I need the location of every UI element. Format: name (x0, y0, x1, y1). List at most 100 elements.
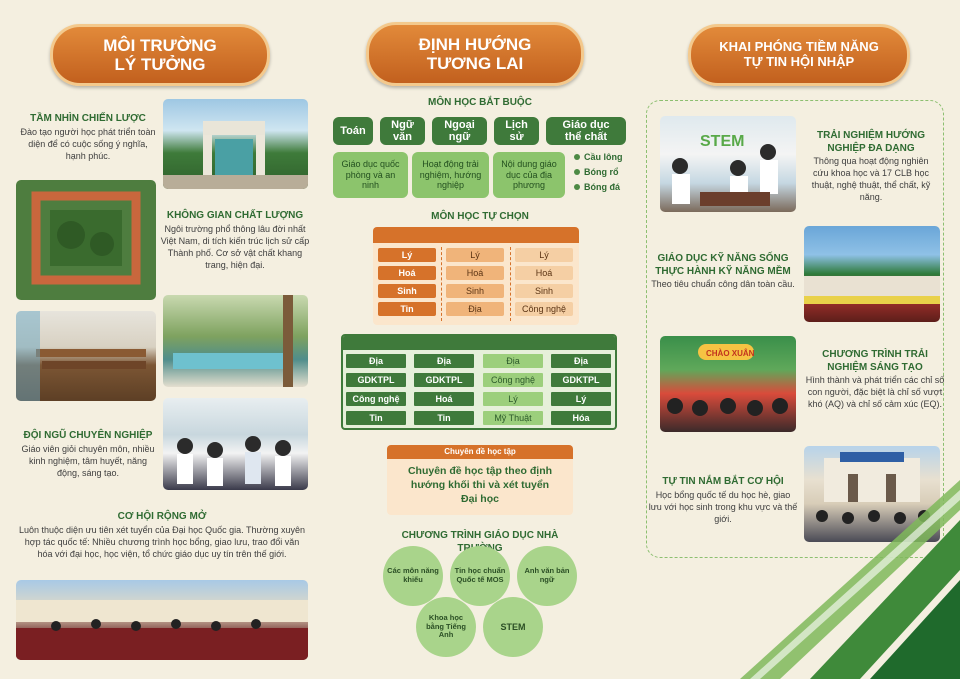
sport-item: Bóng đá (574, 180, 623, 195)
creative-title: CHƯƠNG TRÌNH TRẢI NGHIỆM SÁNG TẠO (822, 349, 928, 373)
green-cell: GDKTPL (414, 373, 474, 387)
building-illustration (816, 452, 930, 524)
graduation-photo (16, 580, 308, 660)
gate-illustration (163, 121, 308, 189)
school-gate-photo (163, 99, 308, 189)
orange-cell: Lý (446, 248, 504, 262)
required-giao-duc-the-chat: Giáo dục thể chất (546, 117, 626, 145)
career-text: Thông qua hoạt động nghiên cứu khoa học … (811, 156, 931, 203)
students-class-photo (163, 398, 308, 490)
creative-text: Hình thành và phát triển các chỉ số con … (805, 375, 945, 410)
green-cell: Lý (483, 392, 543, 406)
graduation-illustration (16, 600, 308, 660)
green-cell: Hoá (414, 392, 474, 406)
vision-text: Đào tạo người học phát triển toàn diện đ… (20, 126, 156, 161)
green-cell: Địa (414, 354, 474, 368)
green-cell: GDKTPL (551, 373, 611, 387)
aerial-campus-photo (16, 180, 156, 300)
banner-line-1: ĐỊNH HƯỚNG (418, 34, 532, 54)
opportunity-title: CƠ HỘI RỘNG MỞ (117, 511, 207, 522)
green-cell: Công nghệ (346, 392, 406, 406)
skills-title: GIÁO DỤC KỸ NĂNG SỐNG THỰC HÀNH KỸ NĂNG … (655, 253, 791, 277)
stem-illustration: STEM (672, 133, 778, 206)
festival-illustration: CHÀO XUÂN (667, 344, 788, 416)
green-cell: Địa (483, 354, 543, 368)
orange-cell: Lý (378, 248, 436, 262)
required-hoat-dong: Hoạt động trải nghiệm, hướng nghiệp (412, 152, 489, 198)
topic-text: Chuyên đề học tập theo định hướng khối t… (407, 465, 553, 506)
creative-block: CHƯƠNG TRÌNH TRẢI NGHIỆM SÁNG TẠO Hình t… (805, 349, 945, 410)
green-cell: Lý (551, 392, 611, 406)
festival-photo: CHÀO XUÂN (660, 336, 796, 432)
banner-line-1: MÔI TRƯỜNG (103, 35, 217, 55)
classroom-photo (16, 311, 156, 401)
green-cell: Mỹ Thuật (483, 411, 543, 425)
stem-sign: STEM (700, 133, 744, 150)
stage-illustration (804, 276, 940, 304)
circle-stem: STEM (483, 597, 543, 657)
team-block: ĐỘI NGŨ CHUYÊN NGHIỆP Giáo viên giỏi chu… (18, 430, 158, 479)
required-title: MÔN HỌC BẮT BUỘC (428, 97, 532, 108)
green-cell: GDKTPL (346, 373, 406, 387)
green-cell: Tin (414, 411, 474, 425)
pool-photo (163, 295, 308, 387)
pool-illustration (173, 295, 293, 387)
skills-block: GIÁO DỤC KỸ NĂNG SỐNG THỰC HÀNH KỸ NĂNG … (650, 253, 796, 290)
orange-cell: Tin (378, 302, 436, 316)
required-noi-dung: Nội dung giáo dục của địa phương (493, 152, 565, 198)
space-title: KHÔNG GIAN CHẤT LƯỢNG (166, 210, 304, 221)
sport-item: Bóng rổ (574, 165, 623, 180)
students-illustration (177, 436, 291, 486)
chance-block: TỰ TIN NẮM BẮT CƠ HỘI Học bổng quốc tế d… (648, 476, 798, 525)
col3-dashed-frame (646, 100, 944, 558)
circle-anh-van: Anh văn bản ngữ (517, 546, 577, 606)
team-title: ĐỘI NGŨ CHUYÊN NGHIỆP (23, 430, 153, 441)
required-lich-su: Lịch sử (494, 117, 539, 145)
orange-cell: Hoá (515, 266, 573, 280)
orange-cell: Sinh (446, 284, 504, 298)
circle-nang-khieu: Các môn năng khiếu (383, 546, 443, 606)
required-gdqp: Giáo dục quốc phòng và an ninh (333, 152, 408, 198)
banner-line-2: TƯƠNG LAI (426, 54, 524, 73)
chance-text: Học bổng quốc tế du học hè, giao lưu với… (648, 489, 798, 524)
vision-title: TẦM NHÌN CHIẾN LƯỢC (30, 113, 146, 124)
required-ngu-van: Ngữ văn (380, 117, 425, 145)
banner-khai-phong: KHAI PHÓNG TIỀM NĂNG TỰ TIN HỘI NHẬP (688, 24, 910, 86)
festival-sign: CHÀO XUÂN (706, 349, 755, 358)
orange-cell: Sinh (515, 284, 573, 298)
orange-table-header (373, 227, 579, 243)
skills-text: Theo tiêu chuẩn công dân toàn cầu. (651, 279, 795, 289)
green-table-header (343, 336, 615, 350)
orange-cell: Hoá (378, 266, 436, 280)
vision-block: TẦM NHÌN CHIẾN LƯỢC Đào tạo người học ph… (18, 113, 158, 162)
orange-cell: Sinh (378, 284, 436, 298)
space-block: KHÔNG GIAN CHẤT LƯỢNG Ngôi trường phổ th… (160, 210, 310, 271)
green-cell: Hóa (551, 411, 611, 425)
space-text: Ngôi trường phổ thông lâu đời nhất Việt … (160, 223, 310, 270)
team-text: Giáo viên giỏi chuyên môn, nhiều kinh ng… (21, 443, 155, 478)
classroom-illustration (16, 311, 146, 401)
orange-cell: Hoá (446, 266, 504, 280)
banner-line-2: LÝ TƯỞNG (114, 55, 206, 74)
topic-header: Chuyên đề học tập (387, 445, 573, 459)
elective-title: MÔN HỌC TỰ CHỌN (431, 211, 529, 222)
orange-cell: Công nghệ (515, 302, 573, 316)
green-cell: Địa (551, 354, 611, 368)
topic-box: Chuyên đề học tập Chuyên đề học tập theo… (387, 445, 573, 515)
sport-item: Cầu lông (574, 150, 623, 165)
stem-photo: STEM (660, 116, 796, 212)
orange-cell: Lý (515, 248, 573, 262)
green-cell: Tin (346, 411, 406, 425)
aerial-illustration (31, 191, 141, 285)
circle-tin-hoc-mos: Tin học chuẩn Quốc tế MOS (450, 546, 510, 606)
career-block: TRẢI NGHIỆM HƯỚNG NGHIỆP ĐA DẠNG Thông q… (805, 130, 937, 204)
green-cell: Địa (346, 354, 406, 368)
stage-photo (804, 226, 940, 322)
opportunity-text: Luôn thuộc diện ưu tiên xét tuyển của Đạ… (19, 524, 305, 559)
sports-list: Cầu lông Bóng rổ Bóng đá (574, 150, 623, 195)
banner-moi-truong: MÔI TRƯỜNG LÝ TƯỞNG (50, 24, 270, 86)
green-cell: Công nghệ (483, 373, 543, 387)
banner-line-2: TỰ TIN HỘI NHẬP (743, 54, 855, 69)
decorative-green-stripes (740, 480, 960, 679)
required-toan: Toán (333, 117, 373, 145)
